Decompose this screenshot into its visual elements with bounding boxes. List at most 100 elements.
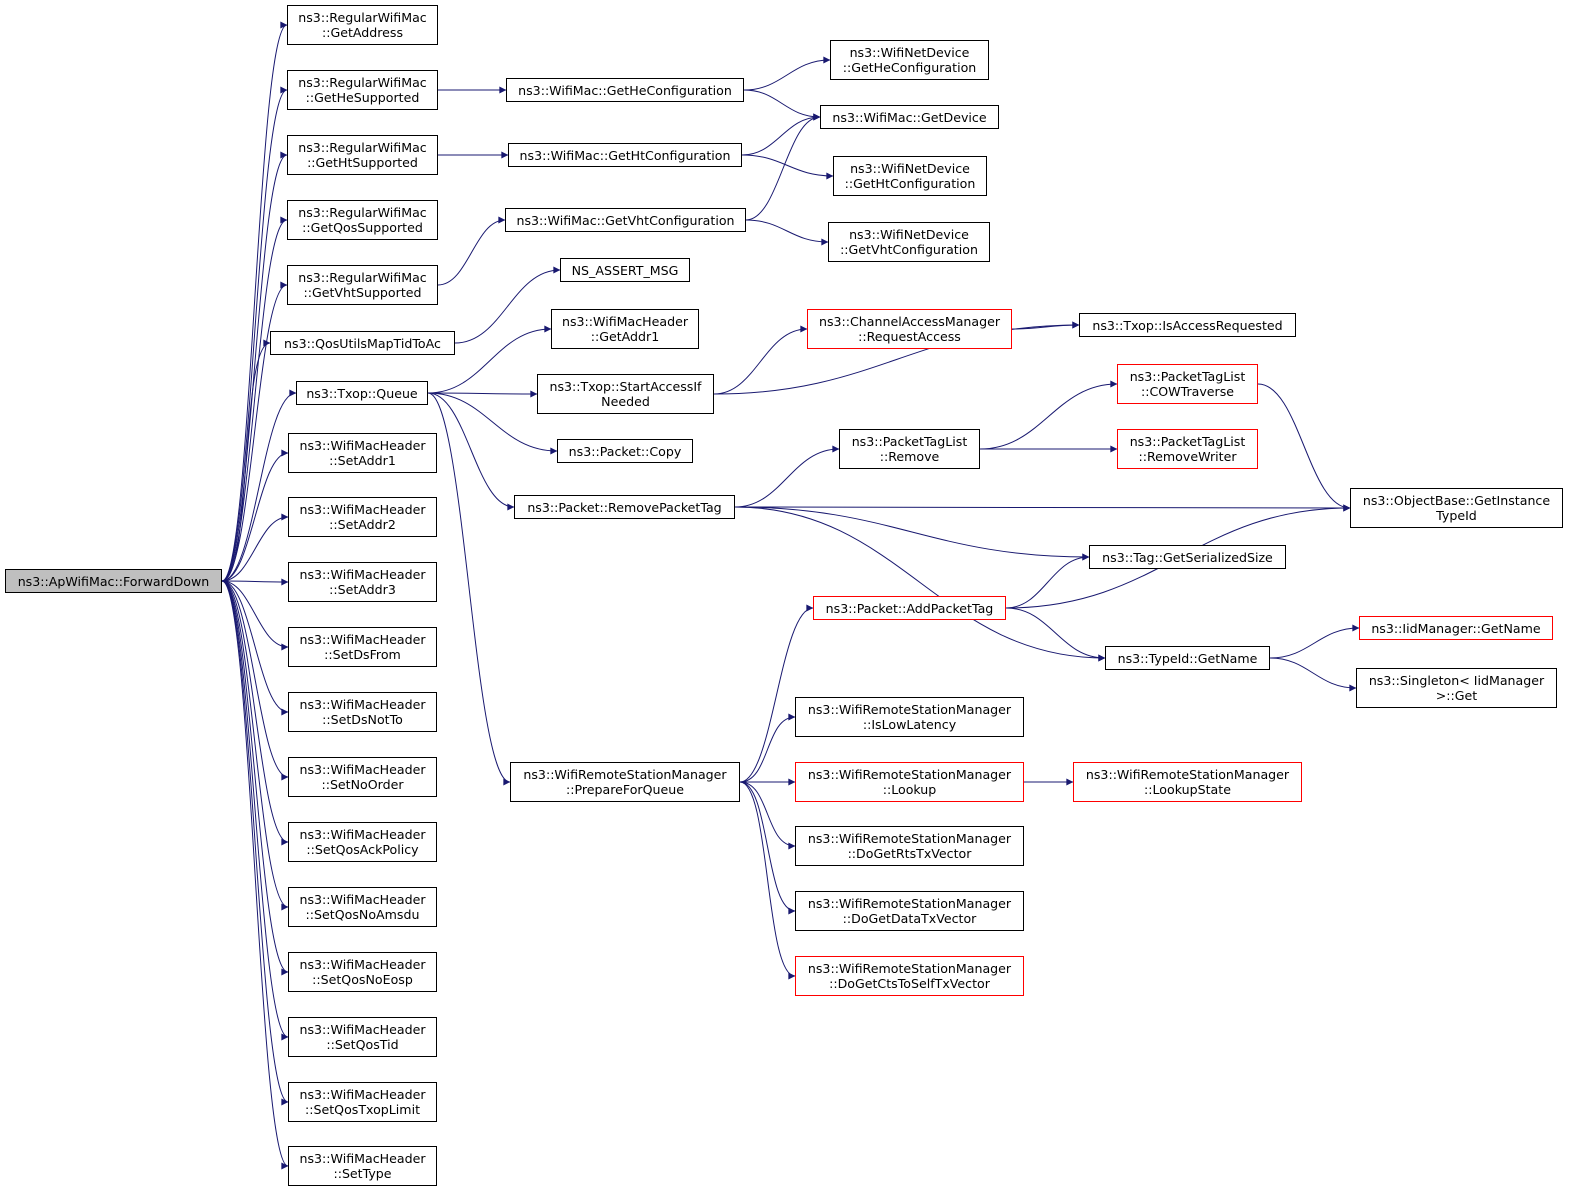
node-dogetcts[interactable]: ns3::WifiRemoteStationManager::DoGetCtsT…: [795, 956, 1024, 996]
node-setqostxoplimit[interactable]: ns3::WifiMacHeader::SetQosTxopLimit: [288, 1082, 437, 1122]
node-gethesupported[interactable]: ns3::RegularWifiMac::GetHeSupported: [287, 70, 438, 110]
node-label: ns3::WifiNetDevice: [849, 45, 970, 60]
node-getaddr1[interactable]: ns3::WifiMacHeader::GetAddr1: [551, 309, 699, 349]
node-label: ::GetVhtConfiguration: [840, 242, 978, 257]
node-label: ::GetHtSupported: [307, 155, 418, 170]
node-setdsfrom[interactable]: ns3::WifiMacHeader::SetDsFrom: [288, 627, 437, 667]
node-label: ns3::WifiMacHeader: [299, 1087, 426, 1102]
node-netdevhtcfg[interactable]: ns3::WifiNetDevice::GetHtConfiguration: [833, 156, 987, 196]
node-cowtraverse[interactable]: ns3::PacketTagList::COWTraverse: [1117, 364, 1258, 404]
node-label: ::PrepareForQueue: [566, 782, 684, 797]
edge-forwarddown-to-setaddr1: [221, 449, 289, 582]
node-label: ::SetAddr1: [329, 453, 396, 468]
node-label: ns3::ChannelAccessManager: [818, 314, 1001, 329]
node-getaddress[interactable]: ns3::RegularWifiMac::GetAddress: [287, 5, 438, 45]
node-label: ::SetAddr2: [329, 517, 396, 532]
edge-txopqueue-to-startaccess: [427, 390, 538, 398]
node-label: ns3::WifiMacHeader: [561, 314, 688, 329]
node-getvhtcfg[interactable]: ns3::WifiMac::GetVhtConfiguration: [505, 208, 746, 232]
edge-getvhtcfg-to-netdevvhtcfg: [745, 219, 829, 246]
node-label: ::GetHeConfiguration: [842, 60, 977, 75]
node-label: ::GetAddr1: [590, 329, 660, 344]
node-label: ns3::Txop::IsAccessRequested: [1092, 317, 1283, 333]
node-label: ns3::WifiRemoteStationManager: [807, 961, 1012, 976]
edge-getvhtsupported-to-getvhtcfg: [437, 216, 506, 286]
node-label: ns3::WifiMacHeader: [299, 438, 426, 453]
node-label: ns3::RegularWifiMac: [298, 10, 427, 25]
node-nsassertmsg[interactable]: NS_ASSERT_MSG: [560, 258, 690, 282]
node-setaddr2[interactable]: ns3::WifiMacHeader::SetAddr2: [288, 497, 437, 537]
edge-gethecfg-to-getdevice: [743, 89, 821, 121]
node-label: ns3::PacketTagList: [851, 434, 968, 449]
node-label: ::RemoveWriter: [1138, 449, 1237, 464]
node-isaccessrequested[interactable]: ns3::Txop::IsAccessRequested: [1079, 313, 1296, 337]
node-prepareforqueue[interactable]: ns3::WifiRemoteStationManager::PrepareFo…: [510, 762, 740, 802]
edge-forwarddown-to-setdsnotto: [221, 580, 289, 716]
node-iidgetname[interactable]: ns3::IidManager::GetName: [1359, 616, 1553, 640]
edge-requestaccess-to-isaccessrequested: [1011, 321, 1080, 330]
edge-cowtraverse-to-getinstancetypeid: [1257, 383, 1351, 512]
node-setaddr3[interactable]: ns3::WifiMacHeader::SetAddr3: [288, 562, 437, 602]
node-setnoorder[interactable]: ns3::WifiMacHeader::SetNoOrder: [288, 757, 437, 797]
edge-forwarddown-to-gethtsupported: [221, 151, 288, 582]
node-requestaccess[interactable]: ns3::ChannelAccessManager::RequestAccess: [807, 309, 1012, 349]
node-ptlremove[interactable]: ns3::PacketTagList::Remove: [839, 429, 980, 469]
node-gethtsupported[interactable]: ns3::RegularWifiMac::GetHtSupported: [287, 135, 438, 175]
node-getvhtsupported[interactable]: ns3::RegularWifiMac::GetVhtSupported: [287, 265, 438, 305]
edge-removepackettag-to-ptlremove: [734, 445, 840, 508]
node-islowlatency[interactable]: ns3::WifiRemoteStationManager::IsLowLate…: [795, 697, 1024, 737]
edge-forwarddown-to-setdsfrom: [221, 580, 289, 651]
node-qosutilsmap[interactable]: ns3::QosUtilsMapTidToAc: [270, 331, 455, 355]
edge-addpackettag-to-getserializedsize: [1005, 553, 1090, 609]
edge-ptlremove-to-cowtraverse: [979, 380, 1118, 450]
node-label: ns3::PacketTagList: [1129, 369, 1246, 384]
node-addpackettag[interactable]: ns3::Packet::AddPacketTag: [813, 596, 1006, 620]
node-forwarddown[interactable]: ns3::ApWifiMac::ForwardDown: [5, 569, 222, 593]
node-txopqueue[interactable]: ns3::Txop::Queue: [296, 381, 428, 405]
node-label: ns3::WifiRemoteStationManager: [807, 702, 1012, 717]
node-netdevhecfg[interactable]: ns3::WifiNetDevice::GetHeConfiguration: [830, 40, 989, 80]
node-label: ns3::WifiMacHeader: [299, 697, 426, 712]
node-label: ::GetHtConfiguration: [844, 176, 976, 191]
node-dogetrts[interactable]: ns3::WifiRemoteStationManager::DoGetRtsT…: [795, 826, 1024, 866]
node-getdevice[interactable]: ns3::WifiMac::GetDevice: [820, 105, 999, 129]
edge-txopqueue-to-packetcopy: [427, 392, 558, 455]
node-label: ::Remove: [879, 449, 940, 464]
node-setdsnotto[interactable]: ns3::WifiMacHeader::SetDsNotTo: [288, 692, 437, 732]
edge-forwarddown-to-settype: [221, 580, 289, 1170]
node-dogetdata[interactable]: ns3::WifiRemoteStationManager::DoGetData…: [795, 891, 1024, 931]
node-removepackettag[interactable]: ns3::Packet::RemovePacketTag: [514, 495, 735, 519]
node-getqossupported[interactable]: ns3::RegularWifiMac::GetQosSupported: [287, 200, 438, 240]
node-gethtcfg[interactable]: ns3::WifiMac::GetHtConfiguration: [508, 143, 742, 167]
edge-forwarddown-to-getqossupported: [221, 216, 288, 582]
node-label: ns3::WifiMac::GetHtConfiguration: [519, 147, 731, 163]
node-gethecfg[interactable]: ns3::WifiMac::GetHeConfiguration: [506, 78, 744, 102]
node-label: ns3::TypeId::GetName: [1117, 650, 1258, 666]
node-setqosnoeosp[interactable]: ns3::WifiMacHeader::SetQosNoEosp: [288, 952, 437, 992]
node-removewriter[interactable]: ns3::PacketTagList::RemoveWriter: [1117, 429, 1258, 469]
node-netdevvhtcfg[interactable]: ns3::WifiNetDevice::GetVhtConfiguration: [828, 222, 990, 262]
node-setqosackpolicy[interactable]: ns3::WifiMacHeader::SetQosAckPolicy: [288, 822, 437, 862]
edge-forwarddown-to-txopqueue: [221, 389, 297, 582]
node-setqosnoamsdu[interactable]: ns3::WifiMacHeader::SetQosNoAmsdu: [288, 887, 437, 927]
node-getserializedsize[interactable]: ns3::Tag::GetSerializedSize: [1089, 545, 1286, 569]
edge-removepackettag-to-getinstancetypeid: [734, 504, 1351, 512]
node-setaddr1[interactable]: ns3::WifiMacHeader::SetAddr1: [288, 433, 437, 473]
edge-typeidgetname-to-iidgetname: [1269, 624, 1360, 659]
node-lookup[interactable]: ns3::WifiRemoteStationManager::Lookup: [795, 762, 1024, 802]
node-lookupstate[interactable]: ns3::WifiRemoteStationManager::LookupSta…: [1073, 762, 1302, 802]
edge-forwarddown-to-qosutilsmap: [221, 339, 271, 582]
node-label: ns3::IidManager::GetName: [1371, 620, 1541, 636]
node-label: NS_ASSERT_MSG: [571, 262, 679, 278]
node-label: ::SetDsNotTo: [322, 712, 403, 727]
node-setqostid[interactable]: ns3::WifiMacHeader::SetQosTid: [288, 1017, 437, 1057]
node-typeidgetname[interactable]: ns3::TypeId::GetName: [1105, 646, 1270, 670]
edge-forwarddown-to-setaddr3: [221, 578, 289, 586]
node-settype[interactable]: ns3::WifiMacHeader::SetType: [288, 1146, 437, 1186]
node-singletonget[interactable]: ns3::Singleton< IidManager >::Get: [1356, 668, 1557, 708]
node-packetcopy[interactable]: ns3::Packet::Copy: [557, 439, 693, 463]
edge-txopqueue-to-getaddr1: [427, 325, 552, 394]
edge-forwarddown-to-getaddress: [221, 21, 288, 582]
